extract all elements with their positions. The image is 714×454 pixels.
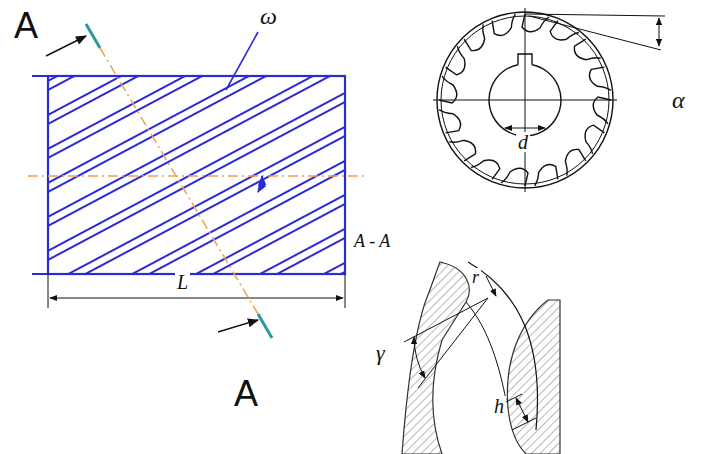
tooth-height-dimension: h: [492, 396, 506, 416]
radius-symbol: r: [470, 268, 481, 286]
helix-angle-symbol: ω: [258, 4, 279, 28]
clearance-angle-symbol: α: [670, 88, 687, 112]
bore-diameter: d: [516, 132, 530, 152]
section-letter: A: [232, 376, 260, 412]
cutter-end-view: [433, 8, 665, 192]
cutter-side-view: [28, 24, 365, 338]
section-title: A - A: [352, 232, 392, 250]
section-letter: A: [12, 8, 40, 44]
length-dimension: L: [175, 272, 190, 292]
rake-angle-symbol: γ: [374, 342, 387, 364]
tooth-section: [402, 262, 560, 454]
